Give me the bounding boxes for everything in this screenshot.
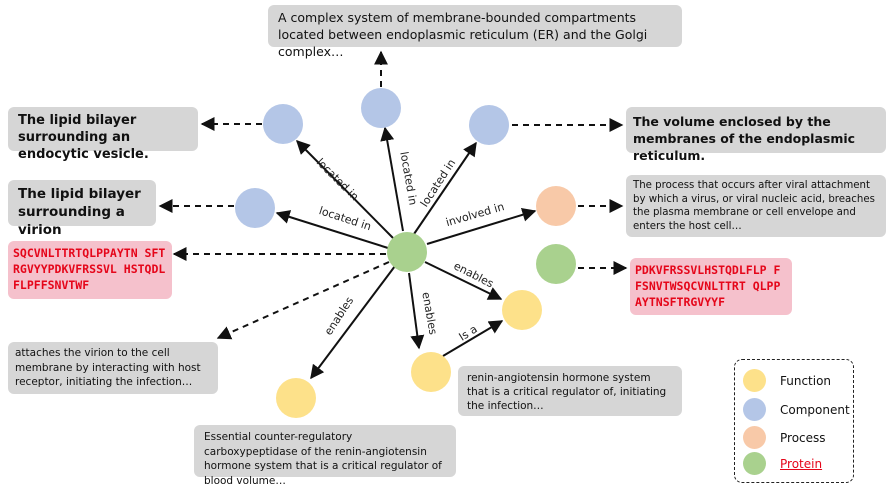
function-node-middle[interactable] <box>411 352 451 392</box>
component-legend-dot <box>743 398 766 421</box>
dashed-edge-attach <box>216 261 390 340</box>
component-node-er-lumen[interactable] <box>469 105 509 145</box>
attach-function-description: attaches the virion to the cell membrane… <box>8 342 218 394</box>
edge-involved-in <box>426 207 537 245</box>
legend-label-function: Function <box>780 373 832 388</box>
top-component-description: A complex system of membrane-bounded com… <box>268 5 682 59</box>
edge-enables-1 <box>424 261 503 300</box>
ace2-function-description: Essential counter-regulatory carboxypept… <box>194 425 456 487</box>
component-node-vesicle[interactable] <box>263 104 303 144</box>
ras-function-description: renin-angiotensin hormone system that is… <box>458 366 682 416</box>
legend-label-component: Component <box>780 402 850 417</box>
viral-entry-description: The process that occurs after viral atta… <box>626 175 886 237</box>
legend-item-process: Process <box>743 426 826 449</box>
edge-label-located-in-1: located in <box>314 156 362 204</box>
protein-sequence-left: SQCVNLTTRTQLPPAYTN SFTRGVYYPDKVFRSSVL HS… <box>8 241 172 299</box>
edge-enables-2 <box>408 272 425 350</box>
component-node-top[interactable] <box>361 88 401 128</box>
edge-label-involved-in: involved in <box>444 200 505 229</box>
edge-label-enables-2: enables <box>419 291 439 336</box>
legend-label-process: Process <box>780 430 826 445</box>
edge-enables-3 <box>310 265 396 380</box>
edge-label-located-in-3: located in <box>418 157 458 210</box>
function-node-right[interactable] <box>502 290 542 330</box>
legend-item-component: Component <box>743 398 850 421</box>
protein-node-right[interactable] <box>536 244 576 284</box>
component-node-virion[interactable] <box>235 188 275 228</box>
er-lumen-description: The volume enclosed by the membranes of … <box>626 107 886 163</box>
function-legend-dot <box>743 369 766 392</box>
protein-node-central[interactable] <box>387 232 427 272</box>
legend-item-protein[interactable]: Protein <box>743 452 822 475</box>
edge-label-is-a: Is a <box>457 322 480 343</box>
edge-located-in-4 <box>275 210 389 249</box>
edge-label-enables-3: enables <box>322 294 356 337</box>
edge-located-in-2 <box>380 126 404 232</box>
virion-membrane-description: The lipid bilayer surrounding a virion <box>8 180 156 238</box>
protein-sequence-right: PDKVFRSSVLHSTQDLFLP FFSNVTWSQCVNLTTRT QL… <box>630 258 792 315</box>
legend-item-function: Function <box>743 369 831 392</box>
edge-label-located-in-2: located in <box>397 151 419 207</box>
endocytic-vesicle-description: The lipid bilayer surrounding an endocyt… <box>8 107 198 162</box>
legend-label-protein[interactable]: Protein <box>780 456 823 471</box>
legend: Function Component Process Protein <box>734 359 854 483</box>
process-node[interactable] <box>536 186 576 226</box>
process-legend-dot <box>743 426 766 449</box>
function-node-left[interactable] <box>276 378 316 418</box>
edge-located-in-3 <box>413 141 477 235</box>
edge-is-a <box>442 320 504 357</box>
edge-located-in-1 <box>296 140 394 239</box>
protein-legend-dot <box>743 452 766 475</box>
